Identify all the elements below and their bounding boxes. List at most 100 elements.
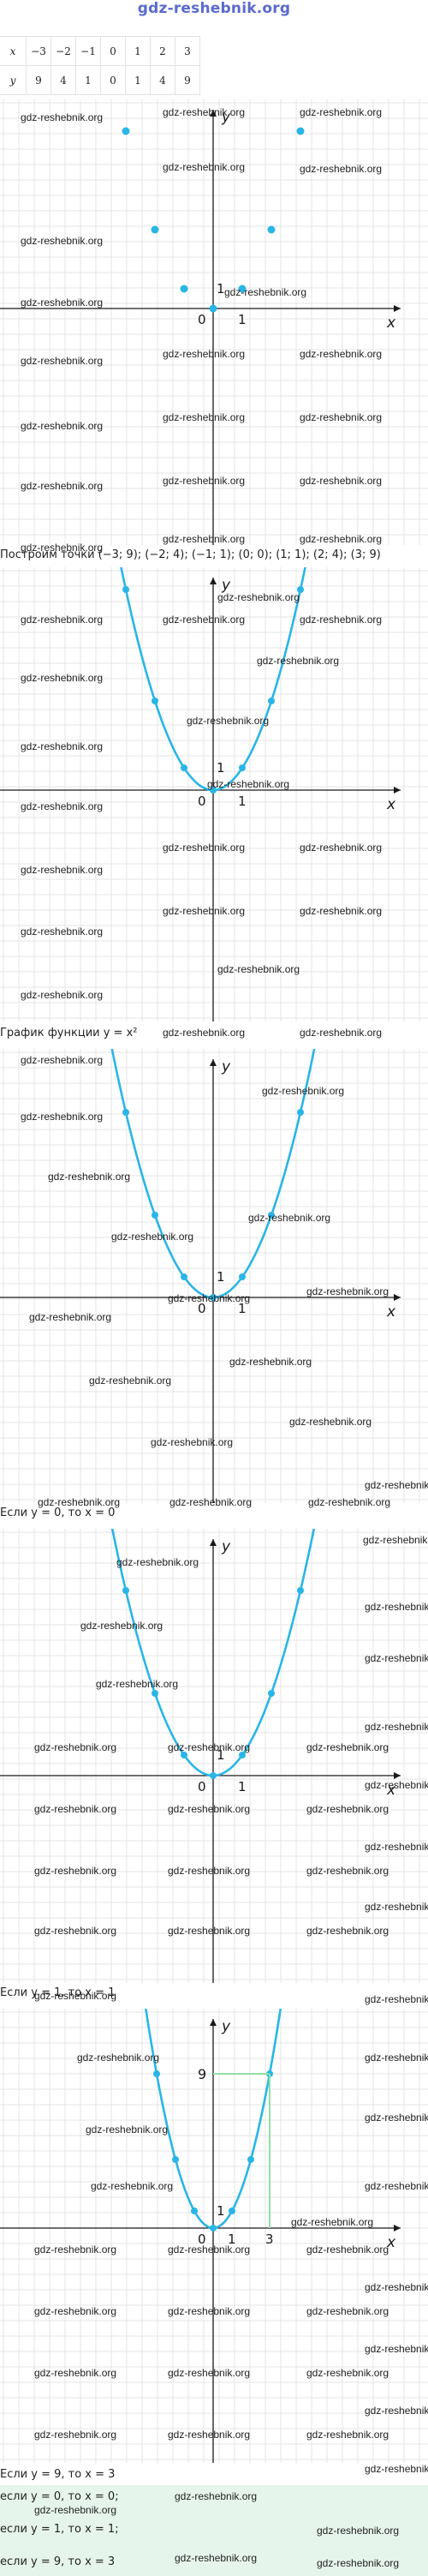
watermark: gdz-reshebnik.org bbox=[116, 1556, 199, 1568]
watermark: gdz-reshebnik.org bbox=[34, 1741, 117, 1753]
watermark: gdz-reshebnik.org bbox=[306, 2429, 389, 2441]
y-axis-arrow bbox=[210, 2019, 217, 2026]
answer-box: если y = 0, то x = 0; если y = 1, то x =… bbox=[0, 2485, 428, 2576]
curve-point bbox=[239, 1273, 246, 1280]
table-header-y: y bbox=[0, 65, 27, 95]
watermark: gdz-reshebnik.org bbox=[21, 800, 104, 812]
value-table: x −3 −2 −1 0 1 2 3 y 9 4 1 0 1 4 9 bbox=[0, 36, 200, 95]
watermark: gdz-reshebnik.org bbox=[168, 1292, 251, 1304]
watermark: gdz-reshebnik.org bbox=[365, 2112, 428, 2124]
watermark: gdz-reshebnik.org bbox=[175, 2490, 258, 2502]
graph-y0: x y 0 1 1 bbox=[0, 1049, 428, 1503]
watermark: gdz-reshebnik.org bbox=[306, 1925, 389, 1937]
tick-label-y-9: 9 bbox=[198, 2066, 206, 2082]
watermark: gdz-reshebnik.org bbox=[80, 1620, 163, 1632]
table-cell: −3 bbox=[26, 36, 51, 66]
curve-point bbox=[297, 586, 304, 593]
table-cell: 1 bbox=[125, 36, 151, 66]
x-axis-arrow bbox=[394, 2225, 401, 2232]
watermark: gdz-reshebnik.org bbox=[300, 905, 383, 917]
watermark: gdz-reshebnik.org bbox=[262, 1085, 345, 1097]
curve-point bbox=[297, 1587, 304, 1594]
tick-label-x-1: 1 bbox=[238, 1301, 247, 1316]
x-axis-arrow bbox=[394, 305, 401, 312]
data-point bbox=[122, 127, 130, 135]
watermark: gdz-reshebnik.org bbox=[317, 2525, 400, 2537]
tick-label-x-1: 1 bbox=[238, 794, 247, 809]
watermark: gdz-reshebnik.org bbox=[21, 740, 104, 752]
tick-label-y-1: 1 bbox=[217, 1747, 225, 1763]
grid bbox=[0, 99, 428, 545]
table-cell: 9 bbox=[175, 65, 200, 95]
watermark: gdz-reshebnik.org bbox=[21, 926, 104, 938]
watermark: gdz-reshebnik.org bbox=[168, 1925, 251, 1937]
watermark: gdz-reshebnik.org bbox=[289, 1416, 372, 1428]
watermark: gdz-reshebnik.org bbox=[365, 1652, 428, 1664]
watermark: gdz-reshebnik.org bbox=[317, 2557, 400, 2569]
watermark: gdz-reshebnik.org bbox=[365, 2463, 428, 2475]
watermark: gdz-reshebnik.org bbox=[306, 1285, 389, 1297]
tick-label-x-3: 3 bbox=[265, 2232, 274, 2247]
watermark: gdz-reshebnik.org bbox=[21, 989, 104, 1001]
curve-point bbox=[229, 2208, 235, 2214]
watermark: gdz-reshebnik.org bbox=[163, 106, 246, 118]
table-row-y: y 9 4 1 0 1 4 9 bbox=[0, 65, 200, 95]
origin-label: 0 bbox=[198, 1301, 206, 1316]
data-point bbox=[151, 225, 159, 234]
tick-label-y-1: 1 bbox=[217, 1269, 225, 1285]
watermark: gdz-reshebnik.org bbox=[168, 1865, 251, 1877]
watermark: gdz-reshebnik.org bbox=[21, 297, 104, 309]
curve-point bbox=[172, 2156, 179, 2163]
curve-point bbox=[181, 764, 187, 771]
caption-y0: Если y = 0, то x = 0 bbox=[0, 1507, 116, 1519]
watermark: gdz-reshebnik.org bbox=[34, 1925, 117, 1937]
watermark: gdz-reshebnik.org bbox=[306, 2244, 389, 2255]
watermark: gdz-reshebnik.org bbox=[248, 1212, 331, 1224]
watermark: gdz-reshebnik.org bbox=[365, 1841, 428, 1853]
tick-label-y-1: 1 bbox=[217, 2203, 225, 2219]
watermark: gdz-reshebnik.org bbox=[300, 411, 383, 423]
watermark: gdz-reshebnik.org bbox=[365, 2180, 428, 2192]
watermark: gdz-reshebnik.org bbox=[300, 842, 383, 854]
watermark: gdz-reshebnik.org bbox=[21, 420, 104, 432]
table-cell: 4 bbox=[51, 65, 76, 95]
watermark: gdz-reshebnik.org bbox=[21, 1054, 104, 1066]
watermark: gdz-reshebnik.org bbox=[163, 533, 246, 545]
watermark: gdz-reshebnik.org bbox=[21, 864, 104, 876]
watermark: gdz-reshebnik.org bbox=[168, 2244, 251, 2255]
answer-line-3: если y = 9, то x = 3 bbox=[0, 2555, 116, 2568]
watermark: gdz-reshebnik.org bbox=[89, 1375, 172, 1387]
y-axis-label: y bbox=[221, 1058, 231, 1075]
table-cell: 1 bbox=[125, 65, 151, 95]
watermark: gdz-reshebnik.org bbox=[21, 542, 104, 554]
watermark: gdz-reshebnik.org bbox=[86, 2124, 169, 2136]
watermark: gdz-reshebnik.org bbox=[163, 842, 246, 854]
x-axis-label: x bbox=[386, 1303, 396, 1321]
grid bbox=[0, 2009, 428, 2463]
watermark: gdz-reshebnik.org bbox=[217, 963, 300, 975]
curve-point bbox=[239, 764, 246, 771]
tick-label-x-1: 1 bbox=[228, 2232, 236, 2247]
watermark: gdz-reshebnik.org bbox=[306, 2367, 389, 2379]
watermark: gdz-reshebnik.org bbox=[163, 411, 246, 423]
watermark: gdz-reshebnik.org bbox=[365, 2343, 428, 2355]
watermark: gdz-reshebnik.org bbox=[77, 2052, 160, 2064]
watermark: gdz-reshebnik.org bbox=[34, 1990, 117, 2002]
table-cell: 0 bbox=[100, 36, 126, 66]
caption-y9: Если y = 9, то x = 3 bbox=[0, 2468, 116, 2481]
watermark: gdz-reshebnik.org bbox=[168, 2305, 251, 2317]
y-axis-label: y bbox=[221, 109, 231, 126]
x-axis-label: x bbox=[386, 796, 396, 813]
watermark: gdz-reshebnik.org bbox=[169, 1496, 253, 1508]
origin-label: 0 bbox=[198, 794, 206, 809]
curve-point bbox=[210, 1772, 217, 1779]
curve-point bbox=[122, 1587, 129, 1594]
origin-label: 0 bbox=[198, 2232, 206, 2247]
watermark: gdz-reshebnik.org bbox=[91, 2180, 174, 2192]
watermark: gdz-reshebnik.org bbox=[229, 1356, 312, 1368]
watermark: gdz-reshebnik.org bbox=[163, 475, 246, 487]
curve-point bbox=[268, 1690, 275, 1697]
curve-point bbox=[122, 586, 129, 593]
